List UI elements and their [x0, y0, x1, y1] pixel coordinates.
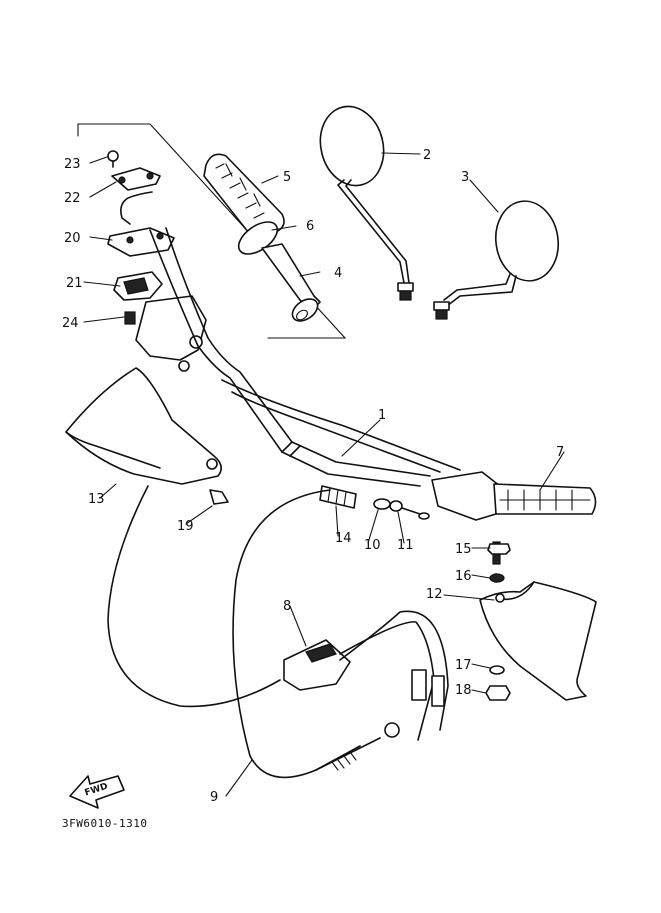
- part-label-15: 15: [455, 542, 472, 557]
- part-label-13: 13: [88, 492, 105, 507]
- part-label-10: 10: [364, 538, 381, 553]
- right-grip: [431, 471, 597, 521]
- part-label-21: 21: [66, 276, 83, 291]
- part-label-14: 14: [335, 531, 352, 546]
- part-label-5: 5: [283, 170, 291, 185]
- fwd-arrow-icon: FWD: [69, 775, 125, 809]
- cable-adjusters: [319, 485, 430, 520]
- part-label-8: 8: [283, 599, 291, 614]
- diagram-code: 3FW6010-1310: [62, 817, 147, 830]
- part-label-20: 20: [64, 231, 81, 246]
- mirror-left: [319, 105, 414, 301]
- part-label-12: 12: [426, 587, 443, 602]
- hand-guard-right: [479, 541, 597, 701]
- throttle-grip-assembly: [203, 153, 321, 322]
- handlebar: [149, 227, 461, 487]
- part-label-24: 24: [62, 316, 79, 331]
- part-label-4: 4: [334, 266, 342, 281]
- small-hardware: [485, 543, 511, 701]
- part-label-22: 22: [64, 191, 81, 206]
- part-label-16: 16: [455, 569, 472, 584]
- part-label-1: 1: [378, 408, 386, 423]
- part-label-2: 2: [423, 148, 431, 163]
- part-label-7: 7: [556, 445, 564, 460]
- part-label-19: 19: [177, 519, 194, 534]
- switch-housing-group: [107, 150, 207, 372]
- part-label-18: 18: [455, 683, 472, 698]
- part-label-23: 23: [64, 157, 81, 172]
- leader-lines: [83, 152, 565, 797]
- hand-guard-left: [65, 367, 229, 505]
- part-label-9: 9: [210, 790, 218, 805]
- mirror-right: [433, 200, 559, 320]
- part-label-6: 6: [306, 219, 314, 234]
- cables-and-switch: [107, 485, 449, 779]
- part-label-17: 17: [455, 658, 472, 673]
- part-label-3: 3: [461, 170, 469, 185]
- part-label-11: 11: [397, 538, 414, 553]
